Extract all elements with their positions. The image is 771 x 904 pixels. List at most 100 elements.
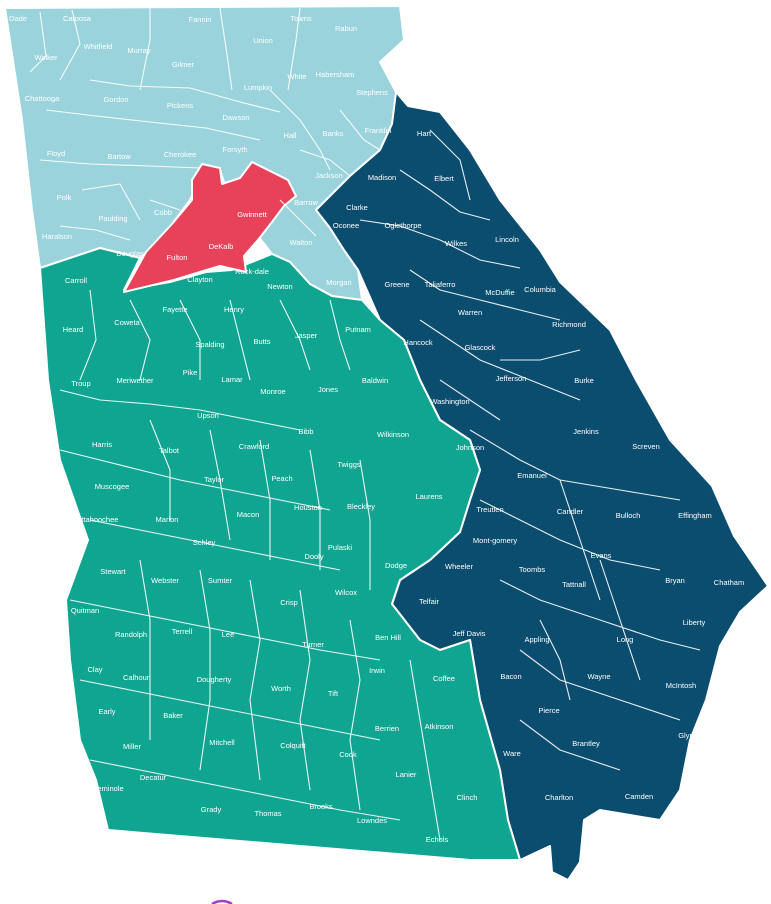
county-label-webster: Webster [151,576,179,585]
county-label-schley: Schley [193,538,216,547]
county-label-towns: Towns [290,14,312,23]
county-label-laurens: Laurens [415,492,442,501]
county-label-habersham: Habersham [316,70,355,79]
county-label-crisp: Crisp [280,598,298,607]
county-label-columbia: Columbia [524,285,557,294]
county-label-thomas: Thomas [254,809,281,818]
county-label-lowndes: Lowndes [357,816,387,825]
county-label-tattnall: Tattnall [562,580,586,589]
county-borders [29,7,701,841]
county-label-upson: Upson [197,411,219,420]
county-label-dekalb: DeKalb [209,242,234,251]
county-label-fulton: Fulton [167,253,188,262]
county-label-floyd: Floyd [47,149,65,158]
county-label-calhoun: Calhoun [123,673,151,682]
county-label-candler: Candler [557,507,584,516]
county-label-jasper: Jasper [295,331,318,340]
county-label-marion: Marion [156,515,179,524]
county-label-wilcox: Wilcox [335,588,357,597]
county-label-cobb: Cobb [154,208,172,217]
county-label-screven: Screven [632,442,660,451]
county-label-whitfield: Whitfield [84,42,113,51]
county-label-warren: Warren [458,308,482,317]
county-label-bulloch: Bulloch [616,511,641,520]
county-label-ware: Ware [503,749,521,758]
county-label-mcduffie: McDuffie [485,288,514,297]
county-label-newton: Newton [267,282,292,291]
county-label-taylor: Taylor [204,475,225,484]
county-label-terrell: Terrell [172,627,193,636]
county-label-wayne: Wayne [587,672,610,681]
county-label-paulding: Paulding [98,214,127,223]
county-label-brantley: Brantley [572,739,600,748]
county-label-catoosa: Catoosa [63,14,92,23]
county-label-muscogee: Muscogee [95,482,130,491]
county-label-peach: Peach [271,474,292,483]
county-label-berrien: Berrien [375,724,399,733]
county-label-cook: Cook [339,750,357,759]
county-label-stephens: Stephens [356,88,388,97]
county-label-wheeler: Wheeler [445,562,473,571]
county-label-mitchell: Mitchell [209,738,235,747]
county-label-liberty: Liberty [683,618,706,627]
county-label-hancock: Hancock [403,338,432,347]
county-label-dooly: Dooly [304,552,323,561]
county-label-burke: Burke [574,376,594,385]
county-label-houston: Houston [294,503,322,512]
county-label-morgan: Morgan [326,278,351,287]
county-label-quitman: Quitman [71,606,99,615]
county-label-camden: Camden [625,792,653,801]
county-label-worth: Worth [271,684,291,693]
county-label-atkinson: Atkinson [425,722,454,731]
county-label-rock-dale: Rock-dale [235,267,269,276]
county-label-polk: Polk [57,193,72,202]
county-label-putnam: Putnam [345,325,371,334]
county-label-union: Union [253,36,273,45]
county-label-johnson: Johnson [456,443,484,452]
county-label-monroe: Monroe [260,387,285,396]
county-label-walker: Walker [34,53,58,62]
county-label-bleckley: Bleckley [347,502,375,511]
county-label-pulaski: Pulaski [328,543,353,552]
county-label-bartow: Bartow [107,152,131,161]
county-label-stewart: Stewart [100,567,126,576]
county-label-twiggs: Twiggs [337,460,361,469]
county-label-henry: Henry [224,305,244,314]
county-label-taliaferro: Taliaferro [425,280,456,289]
county-label-carroll: Carroll [65,276,87,285]
county-label-forsyth: Forsyth [222,145,247,154]
county-label-heard: Heard [63,325,83,334]
county-label-gordon: Gordon [103,95,128,104]
county-label-effingham: Effingham [678,511,712,520]
county-label-lanier: Lanier [396,770,417,779]
county-label-macon: Macon [237,510,260,519]
county-label-pierce: Pierce [538,706,559,715]
county-label-decatur: Decatur [140,773,167,782]
county-label-mcintosh: McIntosh [666,681,696,690]
county-label-franklin: Franklin [365,126,392,135]
county-label-dodge: Dodge [385,561,407,570]
county-label-pickens: Pickens [167,101,194,110]
county-label-charlton: Charlton [545,793,573,802]
county-label-wilkes: Wilkes [445,239,467,248]
county-label-emanuel: Emanuel [517,471,547,480]
county-label-butts: Butts [253,337,270,346]
county-label-bacon: Bacon [500,672,521,681]
county-label-wilkinson: Wilkinson [377,430,409,439]
county-label-lamar: Lamar [221,375,243,384]
county-label-glynn: Glynn [678,731,698,740]
county-label-greene: Greene [384,280,409,289]
county-label-mont-gomery: Mont-gomery [473,536,517,545]
county-label-hart: Hart [417,129,432,138]
county-label-oconee: Oconee [333,221,359,230]
county-label-baldwin: Baldwin [362,376,388,385]
county-label-lincoln: Lincoln [495,235,519,244]
county-label-turner: Turner [302,640,324,649]
county-label-rabun: Rabun [335,24,357,33]
county-label-clarke: Clarke [346,203,368,212]
county-label-clayton: Clayton [187,275,212,284]
county-label-grady: Grady [201,805,222,814]
county-label-jeff-davis: Jeff Davis [453,629,486,638]
county-label-evans: Evans [591,551,612,560]
